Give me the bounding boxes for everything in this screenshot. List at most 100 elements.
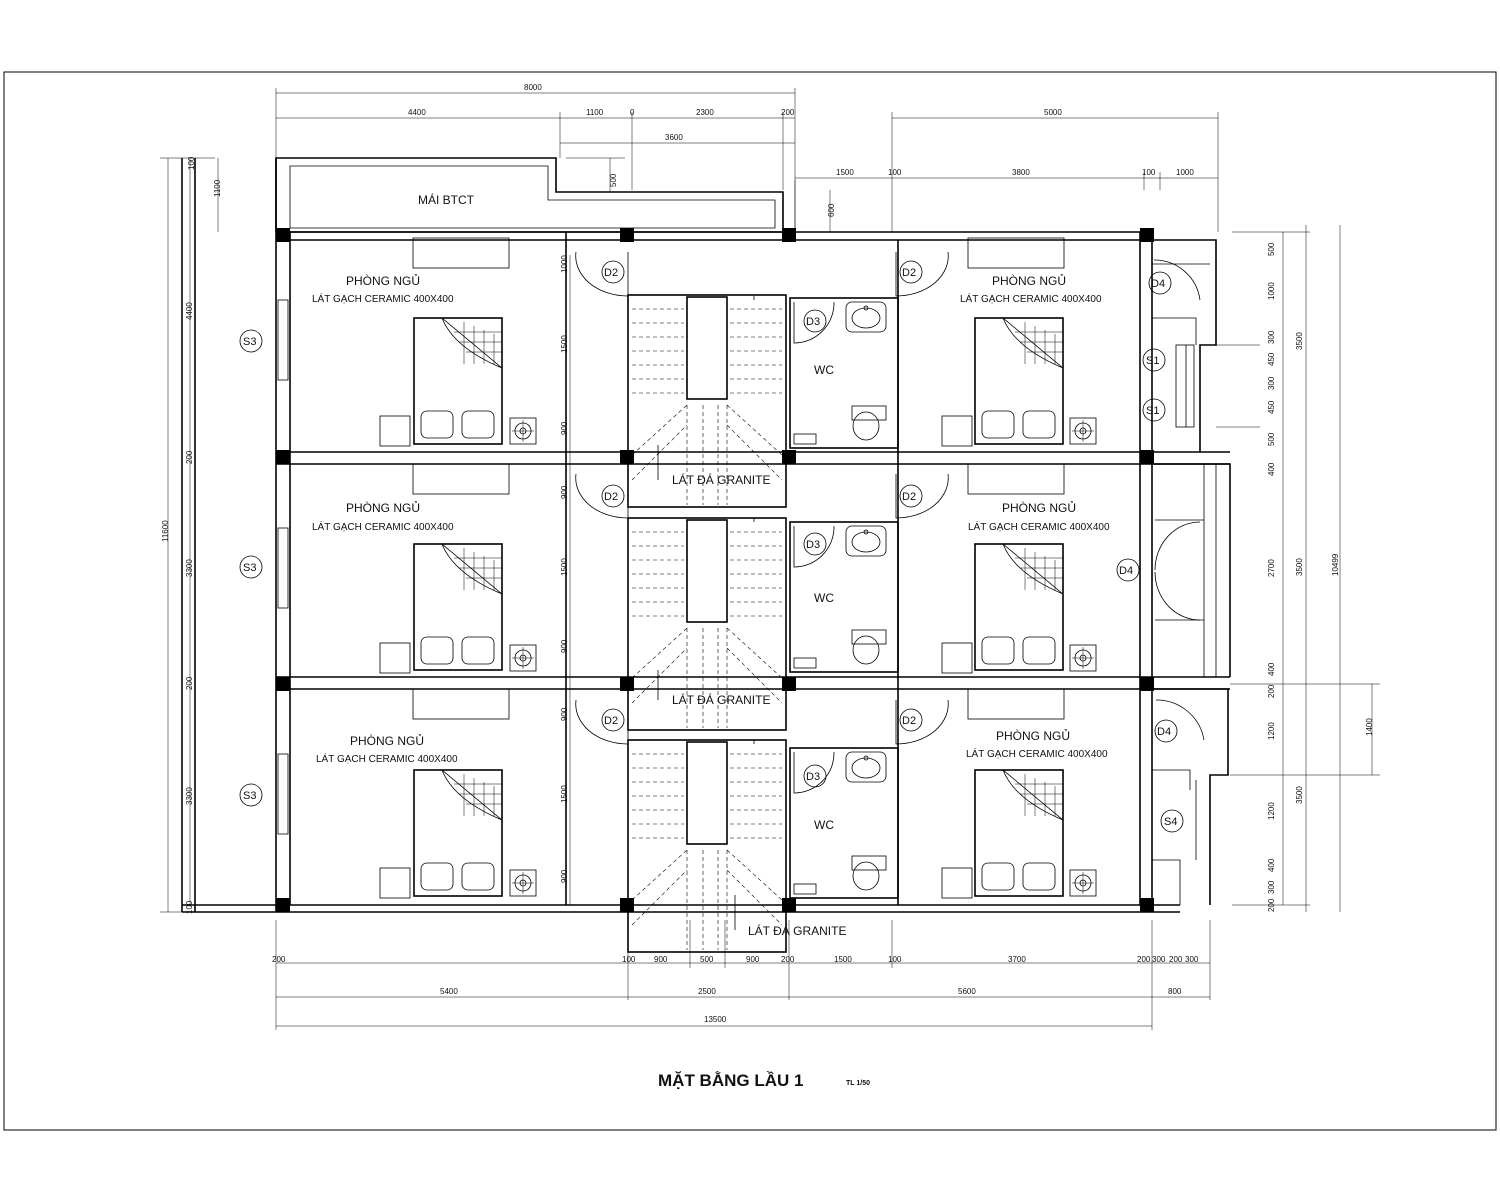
dim-top-2300: 2300 <box>696 108 714 117</box>
dim-top-600: 600 <box>827 203 836 217</box>
dim-right-1000: 1000 <box>1267 282 1276 300</box>
dim-top-3600: 3600 <box>665 133 683 142</box>
dim-right-1200b: 1200 <box>1267 802 1276 820</box>
dim-right-1200a: 1200 <box>1267 722 1276 740</box>
dim-bottom-200d: 200 <box>1169 955 1183 964</box>
bedroom-label-r3-right: PHÒNG NGỦ <box>996 728 1070 743</box>
dim-bottom-900a: 900 <box>654 955 668 964</box>
dim-stair-1500c: 1500 <box>560 785 569 803</box>
dim-top-1500: 1500 <box>836 168 854 177</box>
dim-bottom-100a: 100 <box>622 955 636 964</box>
dim-top-200: 200 <box>781 108 795 117</box>
dim-right-3500b: 3500 <box>1295 558 1304 576</box>
dim-stair-1500b: 1500 <box>560 558 569 576</box>
sheet-border <box>3 71 1497 1131</box>
stairs <box>627 294 787 953</box>
dim-bottom-200b: 200 <box>781 955 795 964</box>
bedroom-row1-furniture <box>379 237 1097 447</box>
bedroom-label-r2-left: PHÒNG NGỦ <box>346 500 420 515</box>
wc-label-r3: WC <box>814 818 834 832</box>
dim-right-3500c: 3500 <box>1295 786 1304 804</box>
dim-top-1000: 1000 <box>1176 168 1194 177</box>
dim-stair-900c: 900 <box>560 639 569 653</box>
dim-left-1100: 1100 <box>213 179 222 197</box>
dim-stair-900e: 900 <box>560 869 569 883</box>
dim-bottom-500: 500 <box>700 955 714 964</box>
dim-left-3300b: 3300 <box>185 787 194 805</box>
tile-label-r2-right: LÁT GẠCH CERAMIC 400X400 <box>968 520 1110 533</box>
dim-right-3500a: 3500 <box>1295 332 1304 350</box>
dim-bottom-300a: 300 <box>1152 955 1166 964</box>
dimension-lines <box>160 88 1380 1030</box>
dim-right-300c: 300 <box>1267 880 1276 894</box>
dim-left-100: 100 <box>187 156 196 170</box>
tag-d2: D2 <box>902 267 916 279</box>
bedroom-row3-furniture <box>379 688 1097 899</box>
drawing-title: MẶT BẰNG LẦU 1 <box>658 1071 803 1090</box>
dim-bottom-300b: 300 <box>1185 955 1199 964</box>
tag-d3: D3 <box>806 316 820 328</box>
wc-fixtures <box>789 297 899 899</box>
dim-stair-900b: 900 <box>560 485 569 499</box>
tag-d4: D4 <box>1119 565 1133 577</box>
bedroom-label-r3-left: PHÒNG NGỦ <box>350 733 424 748</box>
drawing-scale: TL 1/50 <box>846 1080 870 1087</box>
wc-label-r2: WC <box>814 591 834 605</box>
tag-s3: S3 <box>243 336 256 348</box>
dim-bottom-5400: 5400 <box>440 987 458 996</box>
dim-right-450a: 450 <box>1267 352 1276 366</box>
dim-left-200a: 200 <box>185 450 194 464</box>
windows-s3 <box>277 299 289 835</box>
tag-d2: D2 <box>604 715 618 727</box>
dim-left-4400: 4400 <box>185 302 194 320</box>
dim-bottom-overall: 13500 <box>704 1015 727 1024</box>
tile-label-r1-right: LÁT GẠCH CERAMIC 400X400 <box>960 292 1102 305</box>
dim-left-100b: 100 <box>185 900 194 914</box>
tag-s1: S1 <box>1146 355 1159 367</box>
tag-s3: S3 <box>243 562 256 574</box>
corridor-doors-d2 <box>575 251 949 745</box>
bedroom-label-r1-right: PHÒNG NGỦ <box>992 273 1066 288</box>
dim-right-1400: 1400 <box>1365 718 1374 736</box>
roof-label: MÁI BTCT <box>418 192 475 207</box>
stair-arrows <box>657 296 755 930</box>
granite-label-r1: LÁT ĐÁ GRANITE <box>672 472 770 487</box>
door-window-tags: D2 D2 D2 D2 D2 D2 D3 D3 D3 D4 D4 D4 S1 S… <box>239 260 1184 833</box>
dim-top-100a: 100 <box>888 168 902 177</box>
dim-left-200b: 200 <box>185 676 194 690</box>
dim-bottom-5600: 5600 <box>958 987 976 996</box>
dim-right-500a: 500 <box>1267 242 1276 256</box>
tag-d4: D4 <box>1151 278 1165 290</box>
granite-label-r3: LÁT ĐÁ GRANITE <box>748 923 846 938</box>
dim-right-200: 200 <box>1267 684 1276 698</box>
dim-right-300b: 300 <box>1267 376 1276 390</box>
dim-stair-1500a: 1500 <box>560 335 569 353</box>
dim-bottom-3700: 3700 <box>1008 955 1026 964</box>
tag-s1: S1 <box>1146 405 1159 417</box>
tag-s3: S3 <box>243 790 256 802</box>
dim-stair-1000a: 1000 <box>560 255 569 273</box>
dim-top-3800: 3800 <box>1012 168 1030 177</box>
wc-label-r1: WC <box>814 363 834 377</box>
tile-label-r3-left: LÁT GẠCH CERAMIC 400X400 <box>316 752 458 765</box>
tile-label-r1-left: LÁT GẠCH CERAMIC 400X400 <box>312 292 454 305</box>
bedroom-label-r2-right: PHÒNG NGỦ <box>1002 500 1076 515</box>
dim-top-overall: 8000 <box>524 83 542 92</box>
dim-top-1100: 1100 <box>586 108 604 117</box>
dim-bottom-800: 800 <box>1168 987 1182 996</box>
dim-stair-900d: 900 <box>560 707 569 721</box>
dim-left-3300a: 3300 <box>185 559 194 577</box>
dim-stair-900a: 900 <box>560 421 569 435</box>
dim-right-450b: 450 <box>1267 400 1276 414</box>
dim-top-100b: 100 <box>1142 168 1156 177</box>
right-balconies <box>1152 239 1231 905</box>
roof-slab <box>275 157 796 233</box>
tag-d2: D2 <box>902 715 916 727</box>
tag-d3: D3 <box>806 771 820 783</box>
exterior-walls <box>181 158 1230 913</box>
tag-d2: D2 <box>902 491 916 503</box>
tag-d2: D2 <box>604 491 618 503</box>
dim-right-400b: 400 <box>1267 662 1276 676</box>
tag-d3: D3 <box>806 539 820 551</box>
